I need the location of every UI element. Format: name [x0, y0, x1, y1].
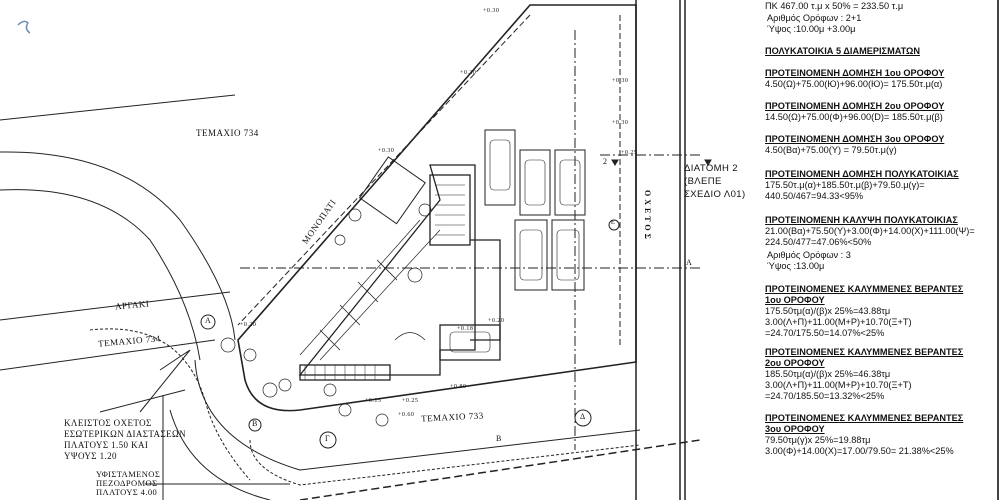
elevation: +0.60 [398, 412, 415, 418]
closed-culvert-note: ΚΛΕΙΣΤΟΣ ΟΧΕΤΟΣ ΕΣΩΤΕΡΙΚΩΝ ΔΙΑΣΤΑΣΕΩΝ ΠΛ… [64, 418, 186, 462]
culvert-label: Ο Χ Ε Τ Ο Σ [643, 190, 652, 240]
floors-count: Αριθμός Ορόφων : 2+1 [767, 13, 862, 23]
plot-boundary [237, 4, 637, 412]
marker-label: A [205, 316, 212, 325]
note-line: ΚΛΕΙΣΤΟΣ ΟΧΕΤΟΣ [64, 418, 152, 428]
veranda-floor: 1ου ΟΡΟΦΟΥ [765, 295, 825, 305]
leader-line [139, 349, 191, 413]
elevation: +0.80 [450, 384, 467, 390]
elevation: +0.18 [457, 326, 474, 332]
section-2-note: ΔΙΑΤΟΜΗ 2 (ΒΛΕΠΕ ΣΧΕΔΙΟ Λ01) [684, 162, 746, 201]
calc-line: 3.00(Λ+Π)+11.00(Μ+Ρ)+10.70(Ξ+Τ) [765, 380, 912, 390]
road-edge [0, 189, 201, 361]
section-title: ΠΡΟΤΕΙΝΟΜΕΝΗ ΔΟΜΗΣΗ 1ου ΟΡΟΦΟΥ [765, 68, 945, 78]
elevation: +0.20 [488, 318, 505, 324]
plot-setback [237, 14, 531, 326]
plot-ratio-line: ΠΚ 467.00 τ.μ x 50% = 233.50 τ.μ [765, 1, 904, 11]
leader-line [99, 389, 186, 413]
road-edge [0, 94, 236, 121]
note-line: (ΒΛΕΠΕ [684, 176, 722, 187]
floors-count: Αριθμός Ορόφων : 3 [767, 250, 851, 260]
note-line: ΥΦΙΣΤΑΜΕΝΟΣ [96, 469, 161, 479]
note-line: ΕΣΩΤΕΡΙΚΩΝ ΔΙΑΣΤΑΣΕΩΝ [64, 429, 186, 439]
north-arrow-icon [17, 20, 31, 34]
marker-label: B [252, 419, 258, 428]
parking-spaces [358, 129, 586, 353]
note-line: ΠΛΑΤΟΥΣ 4.00 [96, 487, 158, 497]
calc-line: =24.70/175.50=14.07%<25% [765, 328, 885, 338]
calc-line: 185.50τμ(α)/(β)x 25%=46.38τμ [765, 369, 891, 379]
road-edge [0, 151, 236, 341]
elevation: +0.30 [612, 78, 629, 84]
elevation: +0.30 [378, 148, 395, 154]
road-curve [249, 439, 641, 486]
calc-line: =24.70/185.50=13.32%<25% [765, 391, 885, 401]
building-footprint [298, 164, 501, 381]
calc-line: 440.50/467=94.33<95% [765, 191, 864, 201]
note-line: ΥΨΟΥΣ 1.20 [64, 451, 117, 461]
calc-line: 175.50τμ(α)/(β)x 25%=43.88τμ [765, 306, 891, 316]
calc-line: 4.50(Ω)+75.00(Ю)+96.00(Ю)= 175.50τ.μ(α) [765, 79, 943, 89]
sheet-border [997, 0, 999, 500]
height-value: Ύψος :13.00μ [767, 261, 825, 271]
elevation: +0.30 [612, 120, 629, 126]
road-curve [299, 439, 701, 500]
veranda-floor: 3ου ΟΡΟΦΟΥ [765, 424, 825, 434]
calc-line: 79.50τμ(γ)x 25%=19.88τμ [765, 435, 871, 445]
height-value: Ύψος :10.00μ +3.00μ [767, 24, 856, 34]
elevation: +0.25 [621, 150, 638, 156]
calc-line: 14.50(Ω)+75.00(Φ)+96.00(D)= 185.50τ.μ(β) [765, 112, 943, 122]
road-curve [194, 359, 641, 471]
circle-markers [200, 219, 620, 449]
calc-line: 224.50/477=47.06%<50% [765, 237, 872, 247]
note-line: ΠΕΖΟΔΡΟΜΟΣ [96, 478, 158, 488]
elevation: +0.30 [483, 8, 500, 14]
section-mark: 2 [603, 157, 608, 166]
stream-line [0, 339, 216, 371]
section-title: ΠΡΟΤΕΙΝΟΜΕΝΗ ΚΑΛΥΨΗ ΠΟΛΥΚΑΤΟΙΚΙΑΣ [765, 215, 958, 225]
veranda-title: ΠΡΟΤΕΙΝΟΜΕΝΕΣ ΚΑΛΥΜΜΕΝΕΣ ΒΕΡΑΝΤΕΣ [765, 347, 964, 357]
stream-line [89, 328, 251, 481]
marker-label: Δ [580, 412, 586, 421]
elevation: +0.15 [365, 398, 382, 404]
calc-line: 4.50(Βα)+75.00(Υ) = 79.50τ.μ(γ) [765, 145, 897, 155]
sidewalk-note: ΥΦΙΣΤΑΜΕΝΟΣ ΠΕΖΟΔΡΟΜΟΣ ΠΛΑΤΟΥΣ 4.00 [96, 470, 160, 497]
note-line: ΠΛΑΤΟΥΣ 1.50 ΚΑΙ [64, 440, 149, 450]
section-title: ΠΡΟΤΕΙΝΟΜΕΝΗ ΔΟΜΗΣΗ ΠΟΛΥΚΑΤΟΙΚΙΑΣ [765, 169, 959, 179]
veranda-floor: 2ου ΟΡΟΦΟΥ [765, 358, 825, 368]
marker-label: Γ [325, 434, 331, 443]
calc-line: 3.00(Φ)+14.00(Χ)=17.00/79.50= 21.38%<25% [765, 446, 954, 456]
section-arrow-icon [611, 159, 712, 166]
note-line: ΣΧΕΔΙΟ Λ01) [684, 189, 746, 200]
parcel-734-label: ΤΕΜΑΧΙΟ 734 [196, 128, 259, 138]
veranda-title: ΠΡΟΤΕΙΝΟΜΕΝΕΣ ΚΑΛΥΜΜΕΝΕΣ ΒΕΡΑΝΤΕΣ [765, 413, 964, 423]
road-curve [169, 409, 271, 500]
area-calculations-panel: ΠΚ 467.00 τ.μ x 50% = 233.50 τ.μ Αριθμός… [765, 1, 997, 457]
elevation: +0.20 [240, 322, 257, 328]
section-mark: B [496, 434, 502, 443]
marker-label: Ε [611, 220, 616, 226]
elevation: +0.30 [460, 70, 477, 76]
calc-line: 3.00(Λ+Π)+11.00(Μ+Ρ)+10.70(Ξ+Τ) [765, 317, 912, 327]
calc-line: 175.50τ.μ(α)+185.50τ.μ(β)+79.50.μ(γ)= [765, 180, 925, 190]
section-title: ΠΡΟΤΕΙΝΟΜΕΝΗ ΔΟΜΗΣΗ 3ου ΟΡΟΦΟΥ [765, 134, 945, 144]
section-mark: A [686, 258, 693, 267]
section-title: ΠΡΟΤΕΙΝΟΜΕΝΗ ΔΟΜΗΣΗ 2ου ΟΡΟΦΟΥ [765, 101, 945, 111]
tree-symbols [220, 203, 432, 427]
note-line: ΔΙΑΤΟΜΗ 2 [684, 163, 738, 174]
elevation: +0.25 [402, 398, 419, 404]
calc-line: 21.00(Βα)+75.50(Υ)+3.00(Φ)+14.00(Χ)+111.… [765, 226, 975, 236]
building-title: ΠΟΛΥΚΑΤΟΙΚΙΑ 5 ΔΙΑΜΕΡΙΣΜΑΤΩΝ [765, 46, 921, 56]
stream-line [0, 291, 231, 321]
veranda-title: ΠΡΟΤΕΙΝΟΜΕΝΕΣ ΚΑΛΥΜΜΕΝΕΣ ΒΕΡΑΝΤΕΣ [765, 284, 964, 294]
